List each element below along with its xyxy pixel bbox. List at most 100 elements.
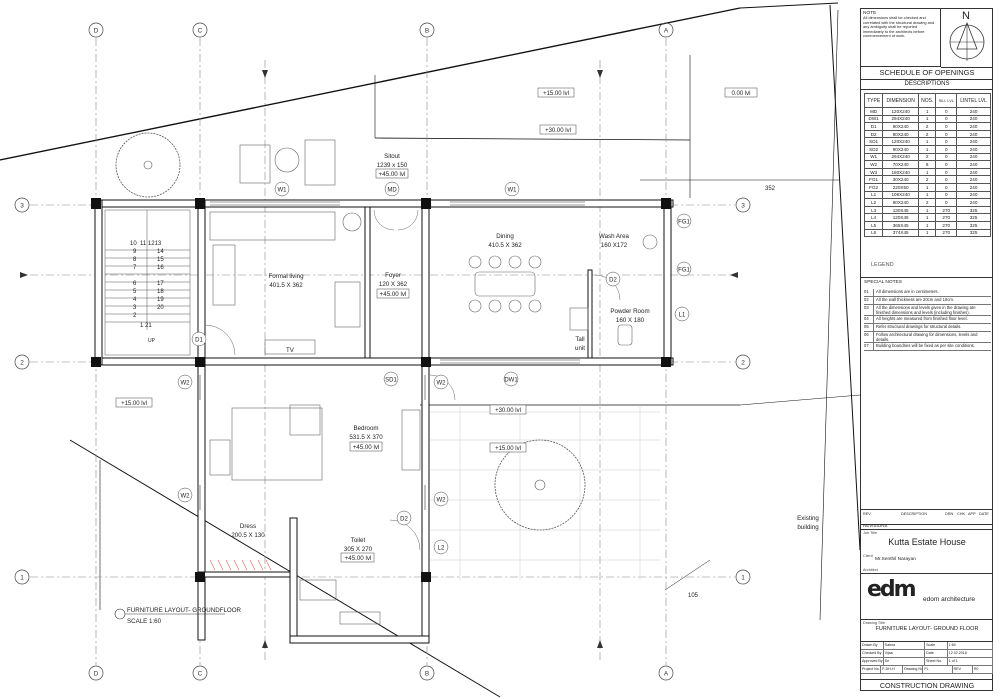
schedule-cell: 0	[935, 107, 958, 116]
level-sitout: +45.00 lvl	[379, 171, 406, 178]
schedule-cell: 0	[935, 114, 958, 124]
special-notes-title: SPECIAL NOTES	[861, 277, 993, 287]
layout-title: FURNITURE LAYOUT- GROUNDFLOOR	[127, 607, 242, 614]
info-cell: Date	[925, 650, 948, 657]
title-block: NOTE All dimensions shall be checked and…	[860, 8, 994, 691]
schedule-cell: 325	[956, 228, 991, 238]
schedule-cell: 0	[935, 175, 958, 184]
grid-label-b-top: B	[425, 28, 429, 35]
paving	[430, 405, 660, 580]
schedule-title: SCHEDULE OF OPENINGS	[861, 67, 993, 80]
schedule-cell: 240	[956, 167, 991, 177]
grid-label-3-right: 3	[741, 203, 745, 210]
grid-label-c-bottom: C	[198, 671, 203, 678]
grid-label-d-top: D	[94, 28, 99, 35]
schedule-cell: 120X240	[882, 137, 920, 146]
grid-label-3-left: 3	[20, 203, 24, 210]
floor-plan-drawing: D C B A D C B A 3 2 1 3 2 1	[0, 2, 860, 698]
room-name-powder-room: Powder Room	[610, 308, 649, 315]
schedule-cell: 0	[935, 152, 958, 162]
grid-label-b-bottom: B	[425, 671, 429, 678]
rev-col-rev: REV	[863, 512, 871, 516]
schedule-col-nos: NOS.	[918, 93, 937, 108]
opening-tag-md: MD	[387, 188, 397, 194]
schedule-cell: 1	[918, 213, 937, 222]
stair-step-17: 17	[157, 281, 164, 287]
schedule-cell: 2	[918, 152, 937, 162]
schedule-cell: FG2	[863, 182, 884, 192]
drawing-caption: FURNITURE LAYOUT- GROUNDFLOOR SCALE 1:60	[114, 607, 242, 625]
info-cell: Vijaa	[884, 650, 926, 657]
opening-tag-dw1: DW1	[504, 378, 518, 384]
north-arrow: N	[941, 9, 993, 68]
stair-step-5: 5	[133, 289, 137, 295]
level-tag-5: +30.00 lvl	[495, 408, 521, 414]
rev-col-app: APP	[968, 512, 976, 516]
room-name-foyer: Foyer	[385, 272, 401, 279]
existing-building-label-2: building	[797, 524, 819, 531]
schedule-cell: 1	[918, 190, 937, 200]
room-name-dining: Dining	[496, 233, 514, 240]
wardrobe	[209, 559, 272, 571]
schedule-cell: L2	[863, 198, 884, 207]
grid-label-a-bottom: A	[664, 671, 669, 678]
schedule-cell: 240	[956, 114, 991, 124]
room-name-toilet: Toilet	[351, 537, 366, 544]
schedule-cell: 90X240	[882, 198, 920, 207]
schedule-cell: 0	[935, 137, 958, 146]
schedule-cell: 1	[918, 182, 937, 192]
info-cell: Project No.	[862, 666, 882, 673]
schedule-cell: 240	[956, 129, 991, 139]
logo-box	[861, 573, 993, 620]
schedule-cell: 0	[935, 182, 958, 192]
schedule-cell: W2	[863, 160, 884, 169]
window-openings	[199, 201, 585, 510]
schedule-col-lintel: LINTEL LVL	[956, 93, 991, 108]
schedule-cell: 1	[918, 167, 937, 177]
schedule-cell: FG1	[863, 175, 884, 184]
room-size-formal-living: 401.5 X 362	[269, 282, 303, 289]
special-note-number: 04	[864, 316, 874, 323]
schedule-cell: 240	[956, 182, 991, 192]
info-cell: FL	[923, 666, 953, 673]
columns	[91, 198, 671, 582]
schedule-cell: 180X240	[882, 167, 920, 177]
level-tag-3: +30.00 lvl	[545, 128, 571, 134]
schedule-cell: 240	[956, 144, 991, 154]
job-title: Kutta Estate House	[888, 537, 966, 547]
schedule-cell: 240	[956, 198, 991, 207]
job-box: Job Title Client Architect	[861, 529, 993, 584]
schedule-col-sill: SILL LVL	[935, 93, 958, 108]
stair-step-6: 6	[133, 281, 137, 287]
stair-step-15: 15	[157, 257, 164, 263]
schedule-cell: L1	[863, 190, 884, 200]
stair-step-14: 14	[157, 249, 164, 255]
schedule-cell: 70X240	[882, 160, 920, 169]
info-cell: 1 of 1	[948, 658, 994, 665]
schedule-cell: 106X240	[882, 190, 920, 200]
rev-col-date: DATE	[979, 512, 989, 516]
opening-tag-w1-b: W1	[508, 188, 518, 194]
schedule-cell: 270	[935, 205, 958, 215]
level-tag-4: +15.00 lvl	[121, 401, 147, 407]
special-note-number: 02	[864, 297, 874, 304]
grid-label-d-bottom: D	[94, 671, 99, 678]
sitout-name: Sitout	[384, 153, 400, 160]
room-size-toilet: 305 X 270	[344, 546, 373, 553]
opening-tag-w2-b: W2	[437, 381, 447, 387]
schedule-cell: 240	[956, 190, 991, 200]
level-tag-2: 0.00 lvl	[731, 91, 750, 97]
note-text: All dimensions shall be checked and corr…	[863, 15, 935, 39]
schedule-cell: 1	[918, 137, 937, 146]
info-cell: Checked By	[861, 650, 884, 657]
furniture	[209, 139, 658, 625]
level-toilet: +45.00 lvl	[345, 555, 372, 562]
room-size-foyer: 120 X 362	[379, 281, 408, 288]
